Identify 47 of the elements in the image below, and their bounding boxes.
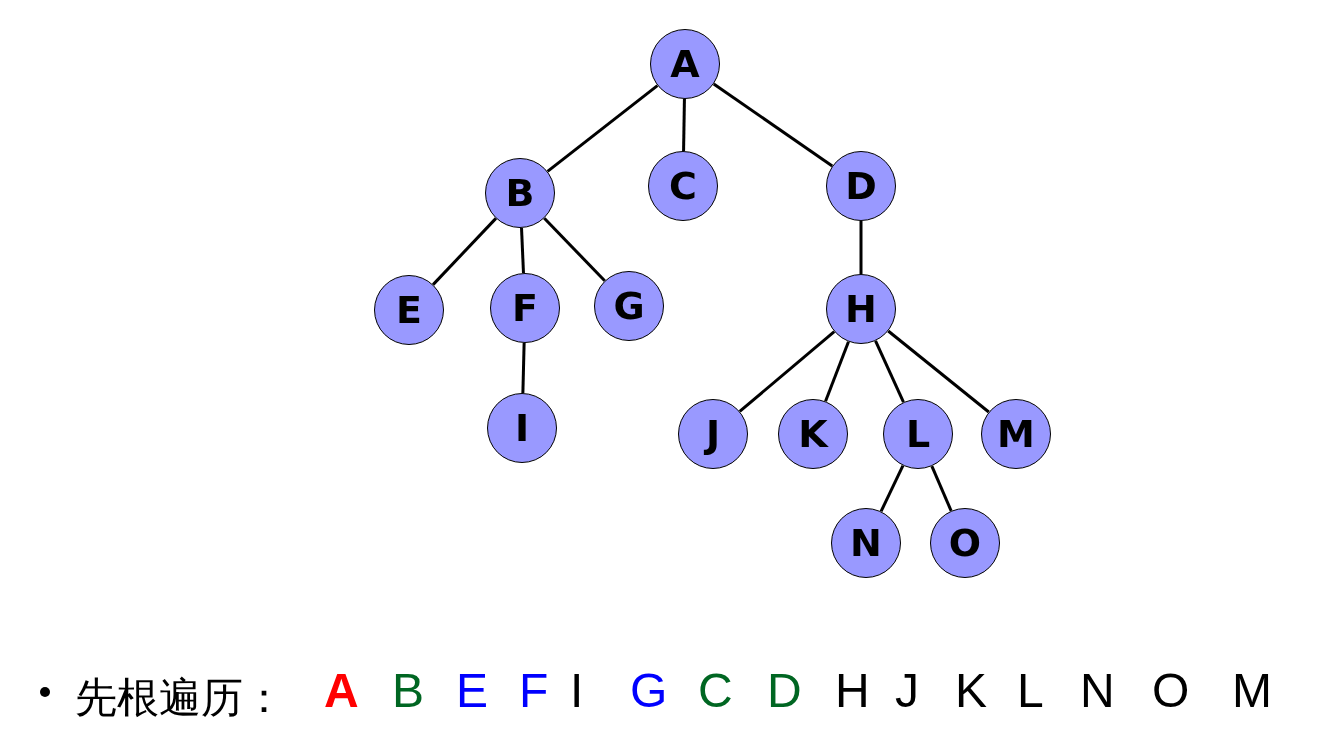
connector-line — [432, 217, 497, 286]
traversal-letter: H — [835, 667, 870, 715]
node-letter: A — [670, 42, 700, 86]
connector-line — [520, 227, 525, 274]
node-letter: G — [613, 284, 645, 328]
node-letter: M — [997, 412, 1035, 456]
traversal-letter: B — [392, 667, 424, 715]
traversal-letter: J — [895, 667, 919, 715]
connector-line — [824, 341, 850, 402]
traversal-letter: F — [519, 667, 549, 715]
traversal-letter: C — [698, 667, 733, 715]
connector-line — [859, 221, 863, 274]
connector-line — [546, 84, 659, 173]
connector-line — [712, 82, 834, 168]
node-letter: E — [396, 288, 422, 332]
traversal-letter: E — [456, 667, 488, 715]
traversal-letter: N — [1080, 667, 1115, 715]
traversal-letter: G — [630, 667, 668, 715]
connector-line — [874, 340, 905, 403]
traversal-letter: O — [1152, 667, 1190, 715]
node-letter: L — [905, 412, 931, 456]
connector-line — [682, 98, 686, 152]
traversal-letter: A — [324, 667, 359, 715]
node-letter: O — [948, 521, 982, 565]
connector-line — [879, 464, 905, 513]
traversal-letter: K — [955, 667, 987, 715]
traversal-letter: I — [570, 667, 584, 715]
node-letter: N — [850, 521, 882, 565]
tree-node-circle — [485, 158, 555, 228]
traversal-label: 先根遍历： — [75, 672, 285, 724]
traversal-letter: L — [1017, 667, 1044, 715]
connector-line — [887, 329, 990, 414]
connector-line — [543, 217, 606, 282]
node-letter: C — [669, 164, 697, 208]
connector-line — [738, 330, 836, 413]
traversal-letter: M — [1232, 667, 1272, 715]
node-letter: I — [514, 406, 530, 450]
traversal-letter: D — [767, 667, 802, 715]
node-letter: K — [798, 412, 828, 456]
node-letter: H — [845, 287, 877, 331]
node-letter: F — [512, 286, 538, 330]
connector-line — [521, 342, 526, 394]
tree-node-circle — [826, 274, 896, 344]
node-letter: J — [705, 412, 721, 456]
connector-line — [930, 465, 953, 512]
node-letter: D — [845, 164, 877, 208]
node-letter: B — [505, 171, 535, 215]
